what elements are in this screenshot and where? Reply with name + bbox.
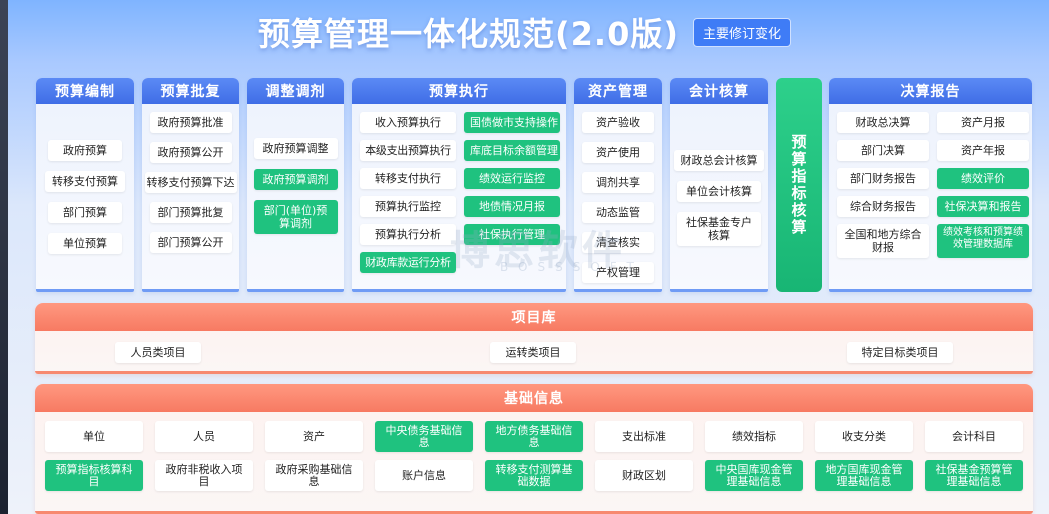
item-pifu-0[interactable]: 政府预算批准 <box>149 112 232 133</box>
item-jichu-11[interactable]: 政府采购基础信息 <box>265 460 363 491</box>
column-zichan: 资产管理 资产验收 资产使用 调剂共享 动态监管 清查核实 产权管理 <box>574 78 662 292</box>
column-title: 调整调剂 <box>247 78 344 104</box>
item-zichan-5[interactable]: 产权管理 <box>582 262 654 283</box>
item-bumen-yusuan[interactable]: 部门预算 <box>48 201 122 223</box>
item-zhixing-l5[interactable]: 财政库款运行分析 <box>360 252 456 273</box>
item-zhixing-r4[interactable]: 社保执行管理 <box>464 224 560 245</box>
item-jichu-17[interactable]: 社保基金预算管理基础信息 <box>925 460 1023 491</box>
item-jichu-9[interactable]: 预算指标核算科目 <box>45 460 143 491</box>
item-pifu-3[interactable]: 部门预算批复 <box>149 202 232 223</box>
item-xiangmu-2[interactable]: 特定目标类项目 <box>847 342 953 363</box>
item-zichan-4[interactable]: 清查核实 <box>582 232 654 253</box>
item-jichu-4[interactable]: 地方债务基础信息 <box>485 421 583 452</box>
item-zhixing-l1[interactable]: 本级支出预算执行 <box>360 140 456 161</box>
item-pifu-1[interactable]: 政府预算公开 <box>149 142 232 163</box>
item-zhixing-l2[interactable]: 转移支付执行 <box>360 168 456 189</box>
header: 预算管理一体化规范(2.0版) 主要修订变化 <box>0 8 1049 56</box>
item-baogao-r4[interactable]: 绩效考核和预算绩效管理数据库 <box>937 224 1029 258</box>
item-zhuanyi-yusuan[interactable]: 转移支付预算 <box>45 170 125 192</box>
column-yusuan-zhibiao-hesuan[interactable]: 预算指标核算 <box>776 78 822 292</box>
item-jichu-13[interactable]: 转移支付测算基础数据 <box>485 460 583 491</box>
page-title: 预算管理一体化规范(2.0版) <box>258 15 679 53</box>
item-baogao-r1[interactable]: 资产年报 <box>937 140 1029 161</box>
item-jichu-3[interactable]: 中央债务基础信息 <box>375 421 473 452</box>
item-kuaiji-2[interactable]: 社保基金专户核算 <box>677 212 761 246</box>
item-jichu-1[interactable]: 人员 <box>155 421 253 452</box>
item-kuaiji-0[interactable]: 财政总会计核算 <box>674 150 764 171</box>
item-xiangmu-0[interactable]: 人员类项目 <box>115 342 201 363</box>
column-title: 决算报告 <box>829 78 1032 104</box>
item-zichan-1[interactable]: 资产使用 <box>582 142 654 163</box>
item-baogao-l4[interactable]: 全国和地方综合财报 <box>837 224 929 258</box>
band-title: 项目库 <box>35 303 1033 331</box>
column-zhixing: 预算执行 收入预算执行 国债做市支持操作 本级支出预算执行 库底目标余额管理 转… <box>352 78 566 292</box>
item-tiaozheng-0[interactable]: 政府预算调整 <box>253 138 338 159</box>
item-zhengfu-yusuan[interactable]: 政府预算 <box>48 139 122 161</box>
item-xiangmu-1[interactable]: 运转类项目 <box>490 342 576 363</box>
item-jichu-0[interactable]: 单位 <box>45 421 143 452</box>
column-title: 会计核算 <box>670 78 768 104</box>
item-baogao-l2[interactable]: 部门财务报告 <box>837 168 929 189</box>
item-baogao-r0[interactable]: 资产月报 <box>937 112 1029 133</box>
vertical-title: 预算指标核算 <box>789 134 808 236</box>
item-jichu-5[interactable]: 支出标准 <box>595 421 693 452</box>
column-pifu: 预算批复 政府预算批准 政府预算公开 转移支付预算下达 部门预算批复 部门预算公… <box>142 78 239 292</box>
item-jichu-12[interactable]: 账户信息 <box>375 460 473 491</box>
band-xiangmuku: 项目库 人员类项目 运转类项目 特定目标类项目 <box>35 303 1033 374</box>
item-jichu-14[interactable]: 财政区划 <box>595 460 693 491</box>
jichu-grid: 单位 人员 资产 中央债务基础信息 地方债务基础信息 支出标准 绩效指标 收支分… <box>45 421 1023 491</box>
item-jichu-10[interactable]: 政府非税收入项目 <box>155 460 253 491</box>
item-jichu-7[interactable]: 收支分类 <box>815 421 913 452</box>
item-baogao-l3[interactable]: 综合财务报告 <box>837 196 929 217</box>
column-bianzhi: 预算编制 政府预算 转移支付预算 部门预算 单位预算 <box>36 78 134 292</box>
column-tiaozheng: 调整调剂 政府预算调整 政府预算调剂 部门(单位)预算调剂 <box>247 78 344 292</box>
column-title: 预算执行 <box>352 78 566 104</box>
item-zichan-3[interactable]: 动态监管 <box>582 202 654 223</box>
item-pifu-4[interactable]: 部门预算公开 <box>149 232 232 253</box>
column-baogao: 决算报告 财政总决算 资产月报 部门决算 资产年报 部门财务报告 绩效评价 综合… <box>829 78 1032 292</box>
item-jichu-16[interactable]: 地方国库现金管理基础信息 <box>815 460 913 491</box>
revision-badge-button[interactable]: 主要修订变化 <box>692 17 791 47</box>
column-title: 预算批复 <box>142 78 239 104</box>
item-baogao-l0[interactable]: 财政总决算 <box>837 112 929 133</box>
column-title: 预算编制 <box>36 78 134 104</box>
item-jichu-2[interactable]: 资产 <box>265 421 363 452</box>
item-zichan-0[interactable]: 资产验收 <box>582 112 654 133</box>
item-zhixing-r3[interactable]: 地债情况月报 <box>464 196 560 217</box>
item-zhixing-l4[interactable]: 预算执行分析 <box>360 224 456 245</box>
item-baogao-r3[interactable]: 社保决算和报告 <box>937 196 1029 217</box>
item-zhixing-r2[interactable]: 绩效运行监控 <box>464 168 560 189</box>
item-zhixing-l3[interactable]: 预算执行监控 <box>360 196 456 217</box>
item-baogao-l1[interactable]: 部门决算 <box>837 140 929 161</box>
item-jichu-15[interactable]: 中央国库现金管理基础信息 <box>705 460 803 491</box>
item-pifu-2[interactable]: 转移支付预算下达 <box>144 172 237 193</box>
band-title: 基础信息 <box>35 384 1033 412</box>
item-tiaozheng-2[interactable]: 部门(单位)预算调剂 <box>253 200 338 234</box>
item-baogao-r2[interactable]: 绩效评价 <box>937 168 1029 189</box>
item-danwei-yusuan[interactable]: 单位预算 <box>48 232 122 254</box>
item-zhixing-r0[interactable]: 国债做市支持操作 <box>464 112 560 133</box>
item-zichan-2[interactable]: 调剂共享 <box>582 172 654 193</box>
column-kuaiji: 会计核算 财政总会计核算 单位会计核算 社保基金专户核算 <box>670 78 768 292</box>
item-tiaozheng-1[interactable]: 政府预算调剂 <box>253 169 338 190</box>
item-zhixing-l0[interactable]: 收入预算执行 <box>360 112 456 133</box>
column-title: 资产管理 <box>574 78 662 104</box>
window-edge <box>0 0 8 514</box>
item-zhixing-r1[interactable]: 库底目标余额管理 <box>464 140 560 161</box>
band-jichu: 基础信息 单位 人员 资产 中央债务基础信息 地方债务基础信息 支出标准 绩效指… <box>35 384 1033 514</box>
item-jichu-6[interactable]: 绩效指标 <box>705 421 803 452</box>
item-kuaiji-1[interactable]: 单位会计核算 <box>677 181 761 202</box>
item-jichu-8[interactable]: 会计科目 <box>925 421 1023 452</box>
